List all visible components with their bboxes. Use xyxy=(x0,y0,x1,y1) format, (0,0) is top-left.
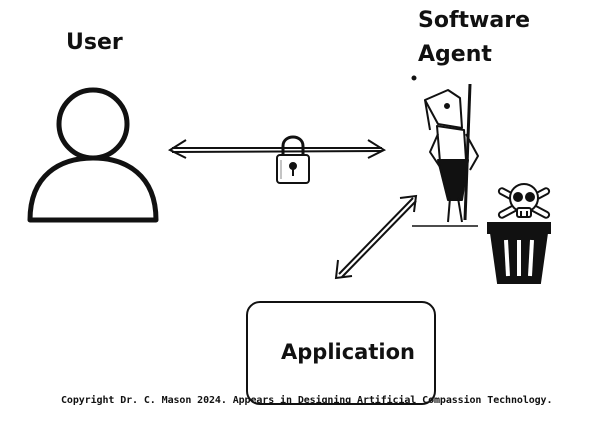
user-agent-arrow xyxy=(167,139,387,159)
trash-can-icon xyxy=(487,222,551,284)
skull-crossbones-icon xyxy=(497,183,551,219)
agent-application-arrow xyxy=(334,194,418,280)
user-label: User xyxy=(66,30,123,55)
copyright-notice: Copyright Dr. C. Mason 2024. Appears in … xyxy=(61,395,553,406)
padlock-icon xyxy=(276,135,310,184)
application-box xyxy=(246,301,436,405)
user-silhouette-icon xyxy=(27,87,159,223)
agent-label-line2: Agent xyxy=(418,42,492,67)
agent-label-line1: Software xyxy=(418,8,530,33)
application-label: Application xyxy=(281,340,415,364)
cartoon-agent-figure-icon xyxy=(411,75,479,227)
